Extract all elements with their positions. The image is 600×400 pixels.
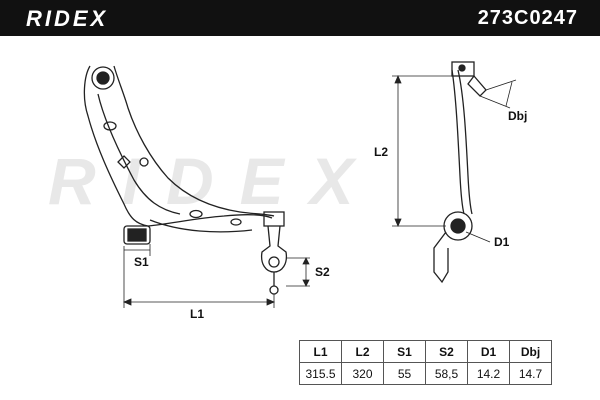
right-dimensions: [392, 74, 517, 243]
value-cell-s1: 55: [383, 362, 426, 385]
d1-leader-line: [465, 231, 491, 243]
dimensions-table: L1 L2 S1 S2 D1 Dbj 315.5 320 55 58,5 14.…: [299, 340, 552, 385]
arm-lower-flange: [149, 219, 253, 233]
value-cell-l2: 320: [341, 362, 384, 385]
s1-label: S1: [134, 255, 149, 269]
left-dimensions: [122, 244, 310, 308]
dimensions-table-value-row: 315.5 320 55 58,5 14.2 14.7: [299, 362, 552, 385]
ball-joint-stud: [269, 285, 279, 295]
value-cell-d1: 14.2: [467, 362, 510, 385]
l2-arrows: [394, 74, 402, 228]
brand-logo: RIDEX: [26, 6, 109, 31]
header-bar: RIDEX 273C0247: [0, 0, 600, 36]
arm-rib: [97, 93, 181, 215]
header-cell-l1: L1: [299, 340, 342, 363]
dbj-extension-1: [485, 79, 517, 91]
ball-joint-ball: [268, 256, 280, 268]
arm-inner-edge: [113, 65, 275, 217]
s2-arrows: [302, 257, 310, 287]
l2-label: L2: [374, 145, 388, 159]
dbj-label: Dbj: [508, 109, 527, 123]
arm-hole-4: [189, 209, 203, 219]
header-cell-s1: S1: [383, 340, 426, 363]
s2-label: S2: [315, 265, 330, 279]
dbj-dimension-line: [505, 81, 513, 107]
side-top-joint-center: [458, 64, 466, 72]
value-cell-s2: 58,5: [425, 362, 468, 385]
watermark-text: RIDEX: [48, 152, 380, 212]
arm-outer-edge: [83, 65, 273, 227]
side-arm-rear-edge: [457, 69, 473, 215]
arm-hole-2: [117, 155, 131, 169]
watermark-logo: RIDEX: [48, 152, 380, 212]
l1-label: L1: [190, 307, 204, 321]
ball-joint-mount: [263, 211, 285, 227]
side-top-stud: [467, 74, 487, 97]
value-cell-dbj: 14.7: [509, 362, 552, 385]
header-cell-d1: D1: [467, 340, 510, 363]
header-cell-dbj: Dbj: [509, 340, 552, 363]
side-arm-front-edge: [451, 69, 465, 215]
side-lower-bracket: [433, 231, 449, 284]
side-bushing-inner: [450, 218, 466, 234]
part-number: 273C0247: [477, 7, 578, 29]
ball-joint-housing: [260, 225, 288, 273]
arm-hole-1: [103, 121, 117, 131]
side-top-joint: [451, 61, 475, 77]
arm-hole-5: [230, 218, 242, 226]
arm-hole-3: [139, 157, 149, 167]
header-cell-l2: L2: [341, 340, 384, 363]
header-cell-s2: S2: [425, 340, 468, 363]
control-arm-drawing: S1 S2 L1 L2: [83, 61, 527, 321]
value-cell-l1: 315.5: [299, 362, 342, 385]
top-bushing-inner: [96, 71, 110, 85]
top-bushing-outer: [91, 66, 115, 90]
d1-label: D1: [494, 235, 510, 249]
control-arm-left-view: [83, 65, 288, 295]
control-arm-side-view: [433, 61, 487, 284]
rear-bushing: [123, 225, 151, 245]
dimensions-table-header-row: L1 L2 S1 S2 D1 Dbj: [299, 340, 552, 363]
dbj-extension-2: [479, 95, 511, 109]
rear-bushing-core: [127, 228, 147, 242]
l1-arrows: [122, 298, 276, 306]
